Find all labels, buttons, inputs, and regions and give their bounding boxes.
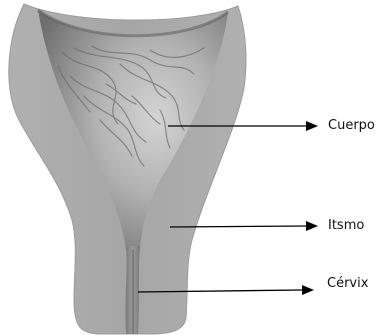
label-cervix: Cérvix <box>327 277 368 290</box>
label-cuerpo: Cuerpo <box>328 119 375 132</box>
label-itsmo: Itsmo <box>328 219 364 232</box>
